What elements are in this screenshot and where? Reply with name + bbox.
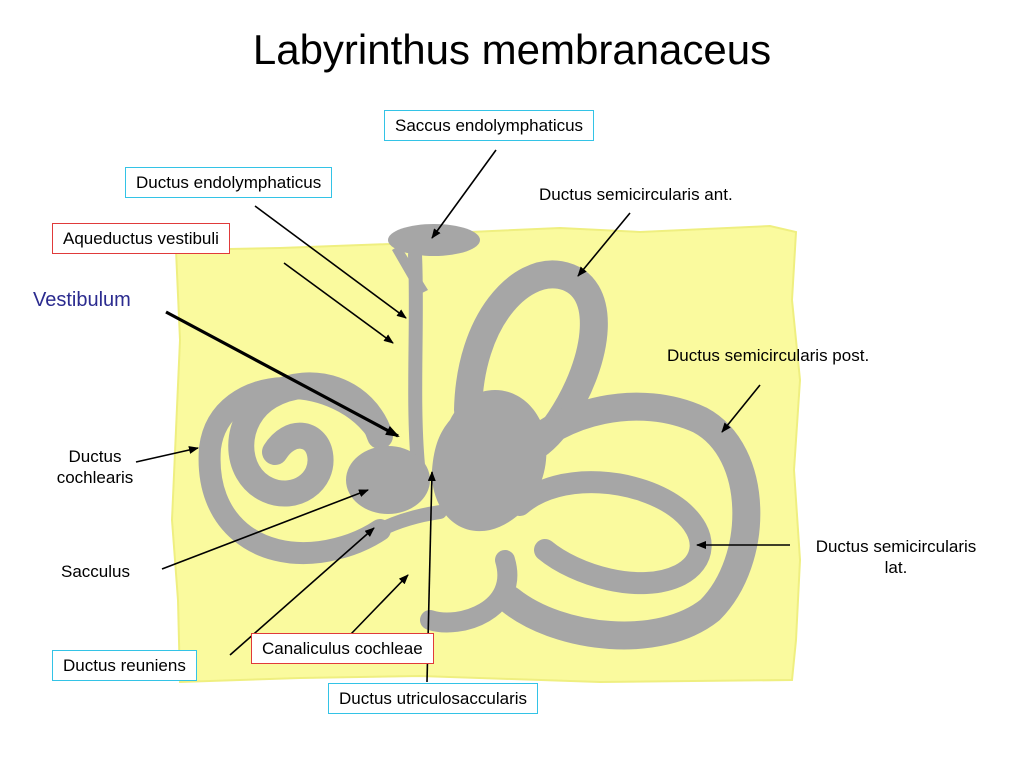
label-ductus-cochlearis-line1: Ductus: [68, 447, 122, 466]
canal-lower-connection: [420, 550, 518, 633]
arrow-ductus-cochlearis: [135, 446, 199, 463]
label-ductus-utriculosaccularis: Ductus utriculosaccularis: [328, 683, 539, 714]
ductus-reuniens-shape: [373, 505, 447, 537]
sacculus-shape: [346, 446, 430, 514]
label-ductus-semicircularis-lat-line2: lat.: [884, 558, 908, 577]
utriculus-shape: [431, 390, 547, 532]
arrow-canaliculus-cochleae: [349, 574, 409, 636]
label-sacculus: Sacculus: [61, 562, 130, 581]
label-canaliculus-cochleae: Canaliculus cochleae: [251, 633, 434, 664]
label-ductus-semicircularis-ant: Ductus semicircularis ant.: [539, 185, 733, 204]
saccus-neck-shape: [392, 245, 428, 295]
arrow-vestibulum: [165, 310, 400, 438]
arrow-sacculus: [161, 489, 369, 570]
arrow-aqueductus-vestibuli: [283, 262, 394, 344]
label-aqueductus-vestibuli: Aqueductus vestibuli: [52, 223, 230, 254]
label-ductus-cochlearis: Ductus cochlearis: [40, 446, 150, 488]
ductus-cochlearis-outer-turn: [198, 376, 391, 565]
label-saccus-endolymphaticus: Saccus endolymphaticus: [384, 110, 595, 141]
label-ductus-semicircularis-post: Ductus semicircularis post.: [667, 346, 870, 365]
label-ductus-endolymphaticus: Ductus endolymphaticus: [125, 167, 333, 198]
saccus-endolymphaticus-shape: [388, 224, 480, 256]
label-ductus-semicircularis-lat: Ductus semicircularis lat.: [780, 536, 1012, 578]
ductus-semicircularis-post-shape: [496, 392, 761, 650]
label-ductus-semicircularis-lat-line1: Ductus semicircularis: [815, 537, 977, 556]
label-ductus-cochlearis-line2: cochlearis: [56, 468, 134, 487]
arrow-ductus-semicircularis-ant: [577, 212, 631, 277]
page-title: Labyrinthus membranaceus: [252, 26, 772, 73]
arrow-saccus-endolymphaticus: [431, 149, 497, 239]
label-ductus-reuniens: Ductus reuniens: [52, 650, 197, 681]
arrow-ductus-semicircularis-post: [721, 384, 761, 433]
label-vestibulum: Vestibulum: [33, 289, 131, 311]
arrow-ductus-endolymphaticus: [254, 205, 407, 319]
